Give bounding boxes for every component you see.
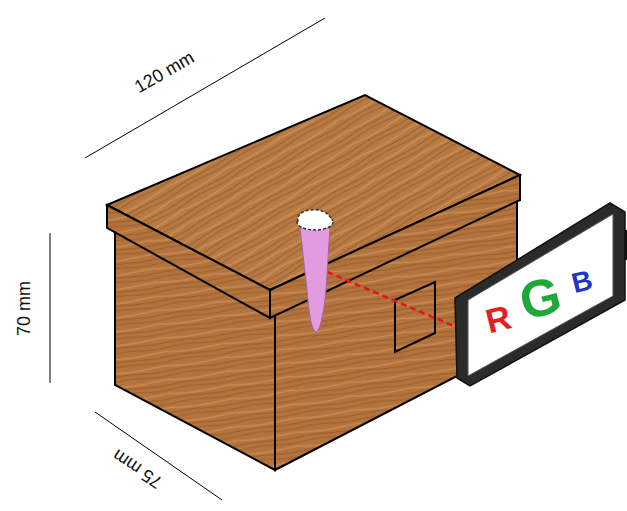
- screen-letter: B: [569, 266, 595, 298]
- screen-letter: R: [482, 300, 514, 339]
- dimension-label: 70 mm: [14, 280, 35, 335]
- screen-letter: G: [514, 268, 566, 328]
- dimension-label: 120 mm: [132, 47, 199, 98]
- phone-screen: RGB: [478, 226, 608, 366]
- dimension-label: 75 mm: [109, 444, 166, 492]
